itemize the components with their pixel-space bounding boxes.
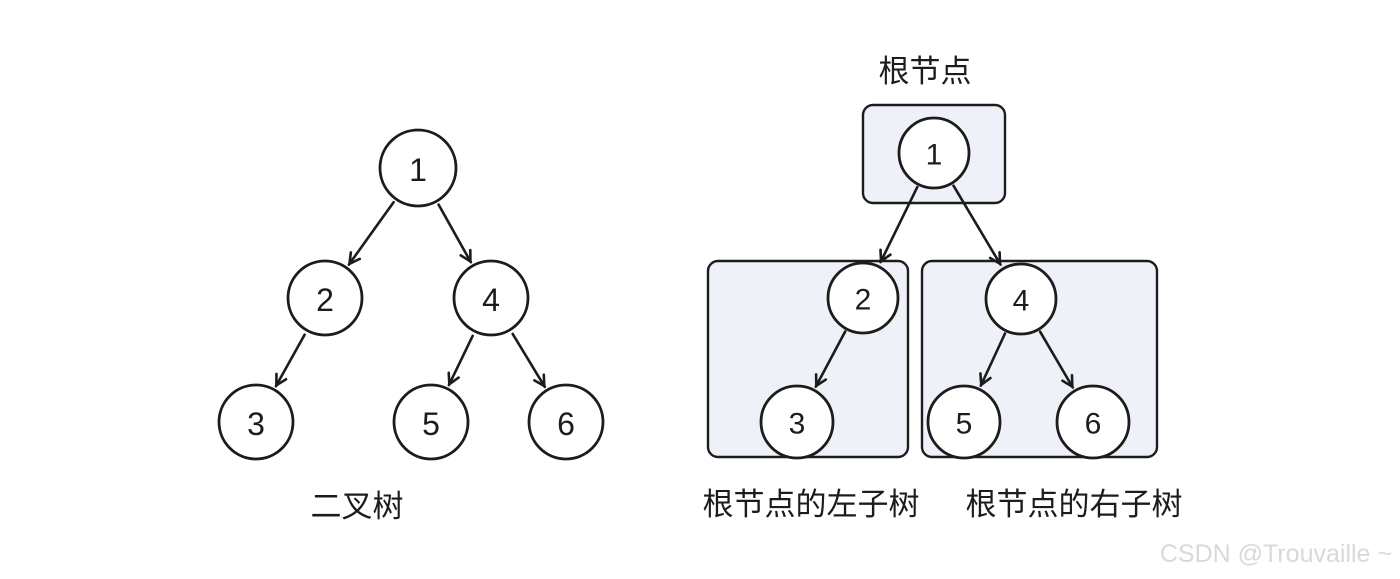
left-node-5-circle bbox=[392, 383, 470, 461]
right-node-3-label: 3 bbox=[789, 408, 806, 441]
left-node-6-label: 6 bbox=[557, 406, 575, 442]
left-tree: 1 2 4 3 5 6 二叉树 bbox=[217, 128, 605, 524]
right-node-1-label: 1 bbox=[926, 139, 943, 172]
right-node-5-label: 5 bbox=[956, 408, 973, 441]
left-edge-4-6-arrow bbox=[511, 332, 547, 389]
right-edge-2-3-arrow bbox=[814, 330, 847, 389]
left-node-2-label: 2 bbox=[316, 282, 334, 318]
right-node-1-circle bbox=[897, 116, 971, 190]
right-edge-1-2-arrow bbox=[879, 185, 919, 264]
left-node-2-circle bbox=[286, 259, 364, 337]
left-node-6-circle bbox=[527, 383, 605, 461]
right-node-3-circle bbox=[759, 384, 835, 460]
left-tree-caption: 二叉树 bbox=[311, 489, 404, 524]
left-node-3-label: 3 bbox=[247, 406, 265, 442]
right-edge-4-6-arrow bbox=[1038, 330, 1075, 389]
right-node-4-circle bbox=[984, 262, 1058, 336]
right-decomposed-tree: 根节点 1 2 4 3 5 6 根节点的左子树 根节点的右子树 bbox=[703, 54, 1183, 522]
right-subtree-caption: 根节点的右子树 bbox=[966, 487, 1183, 522]
left-node-3-circle bbox=[217, 383, 295, 461]
left-edge-1-4-arrow bbox=[437, 203, 473, 264]
right-node-4-label: 4 bbox=[1013, 285, 1030, 318]
right-node-6-label: 6 bbox=[1085, 408, 1102, 441]
right-node-6-circle bbox=[1055, 384, 1131, 460]
left-edge-4-5-arrow bbox=[447, 334, 475, 387]
left-node-1-label: 1 bbox=[409, 152, 427, 188]
right-node-5-circle bbox=[926, 384, 1002, 460]
watermark-text: CSDN @Trouvaille ~ bbox=[1160, 540, 1392, 568]
left-edge-1-2-arrow bbox=[347, 200, 395, 266]
root-node-label: 根节点 bbox=[879, 54, 972, 89]
left-node-5-label: 5 bbox=[422, 406, 440, 442]
right-edge-1-4-arrow bbox=[952, 184, 1002, 266]
left-edge-2-3-arrow bbox=[274, 333, 306, 388]
left-subtree-caption: 根节点的左子树 bbox=[703, 487, 920, 522]
right-node-2-label: 2 bbox=[855, 284, 872, 317]
left-node-4-circle bbox=[452, 259, 530, 337]
right-node-2-circle bbox=[826, 261, 900, 335]
left-node-4-label: 4 bbox=[482, 282, 500, 318]
right-edge-4-5-arrow bbox=[979, 332, 1007, 388]
left-node-1-circle bbox=[378, 128, 458, 208]
